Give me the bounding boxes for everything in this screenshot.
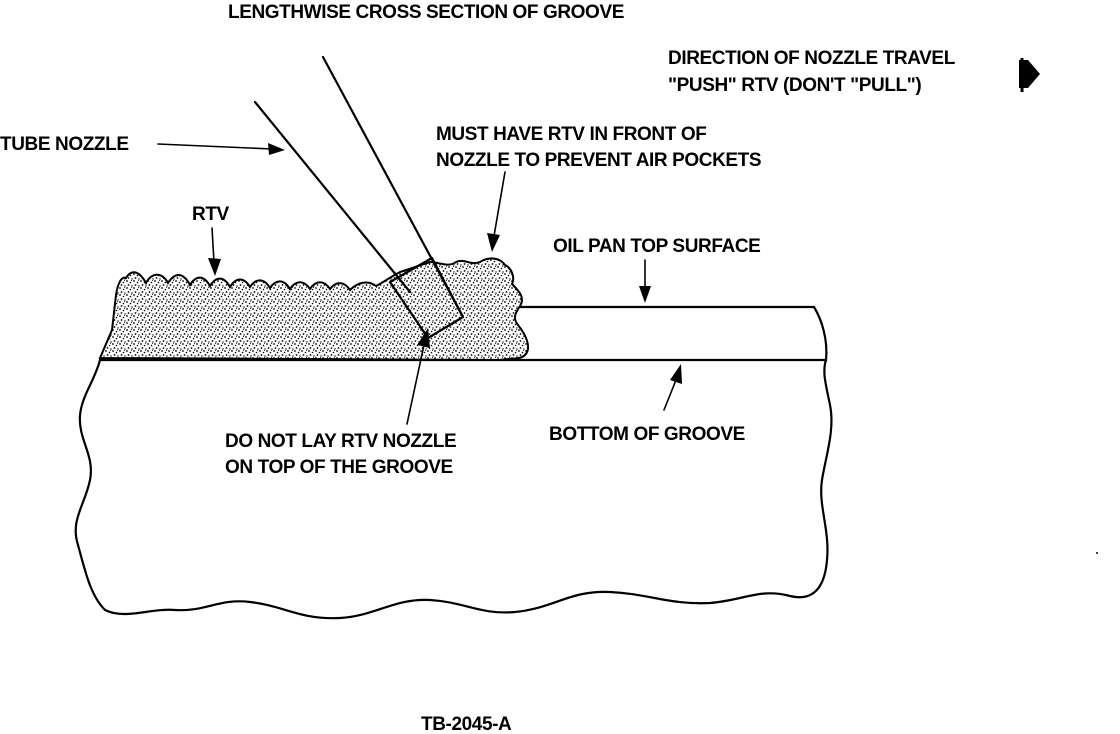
- direction-line-2: "PUSH" RTV (DON'T "PULL"): [668, 75, 921, 96]
- tube-nozzle: [253, 55, 465, 340]
- direction-arrow-icon: [1019, 60, 1040, 88]
- diagram-title: LENGTHWISE CROSS SECTION OF GROOVE: [228, 2, 624, 23]
- direction-line-1: DIRECTION OF NOZZLE TRAVEL: [668, 48, 956, 69]
- label-tube-nozzle: TUBE NOZZLE: [0, 134, 129, 155]
- label-rtv: RTV: [192, 204, 230, 225]
- label-must-have-line-1: MUST HAVE RTV IN FRONT OF: [436, 124, 706, 145]
- figure-id: TB-2045-A: [421, 714, 512, 734]
- label-bottom-groove: BOTTOM OF GROOVE: [549, 424, 745, 445]
- label-do-not-line-1: DO NOT LAY RTV NOZZLE: [225, 431, 456, 452]
- label-must-have-line-2: NOZZLE TO PREVENT AIR POCKETS: [436, 150, 761, 171]
- label-do-not-line-2: ON TOP OF THE GROOVE: [225, 457, 453, 478]
- rtv-bead: [98, 257, 529, 362]
- label-oil-pan-top: OIL PAN TOP SURFACE: [553, 236, 760, 257]
- oil-pan-body: [74, 358, 833, 620]
